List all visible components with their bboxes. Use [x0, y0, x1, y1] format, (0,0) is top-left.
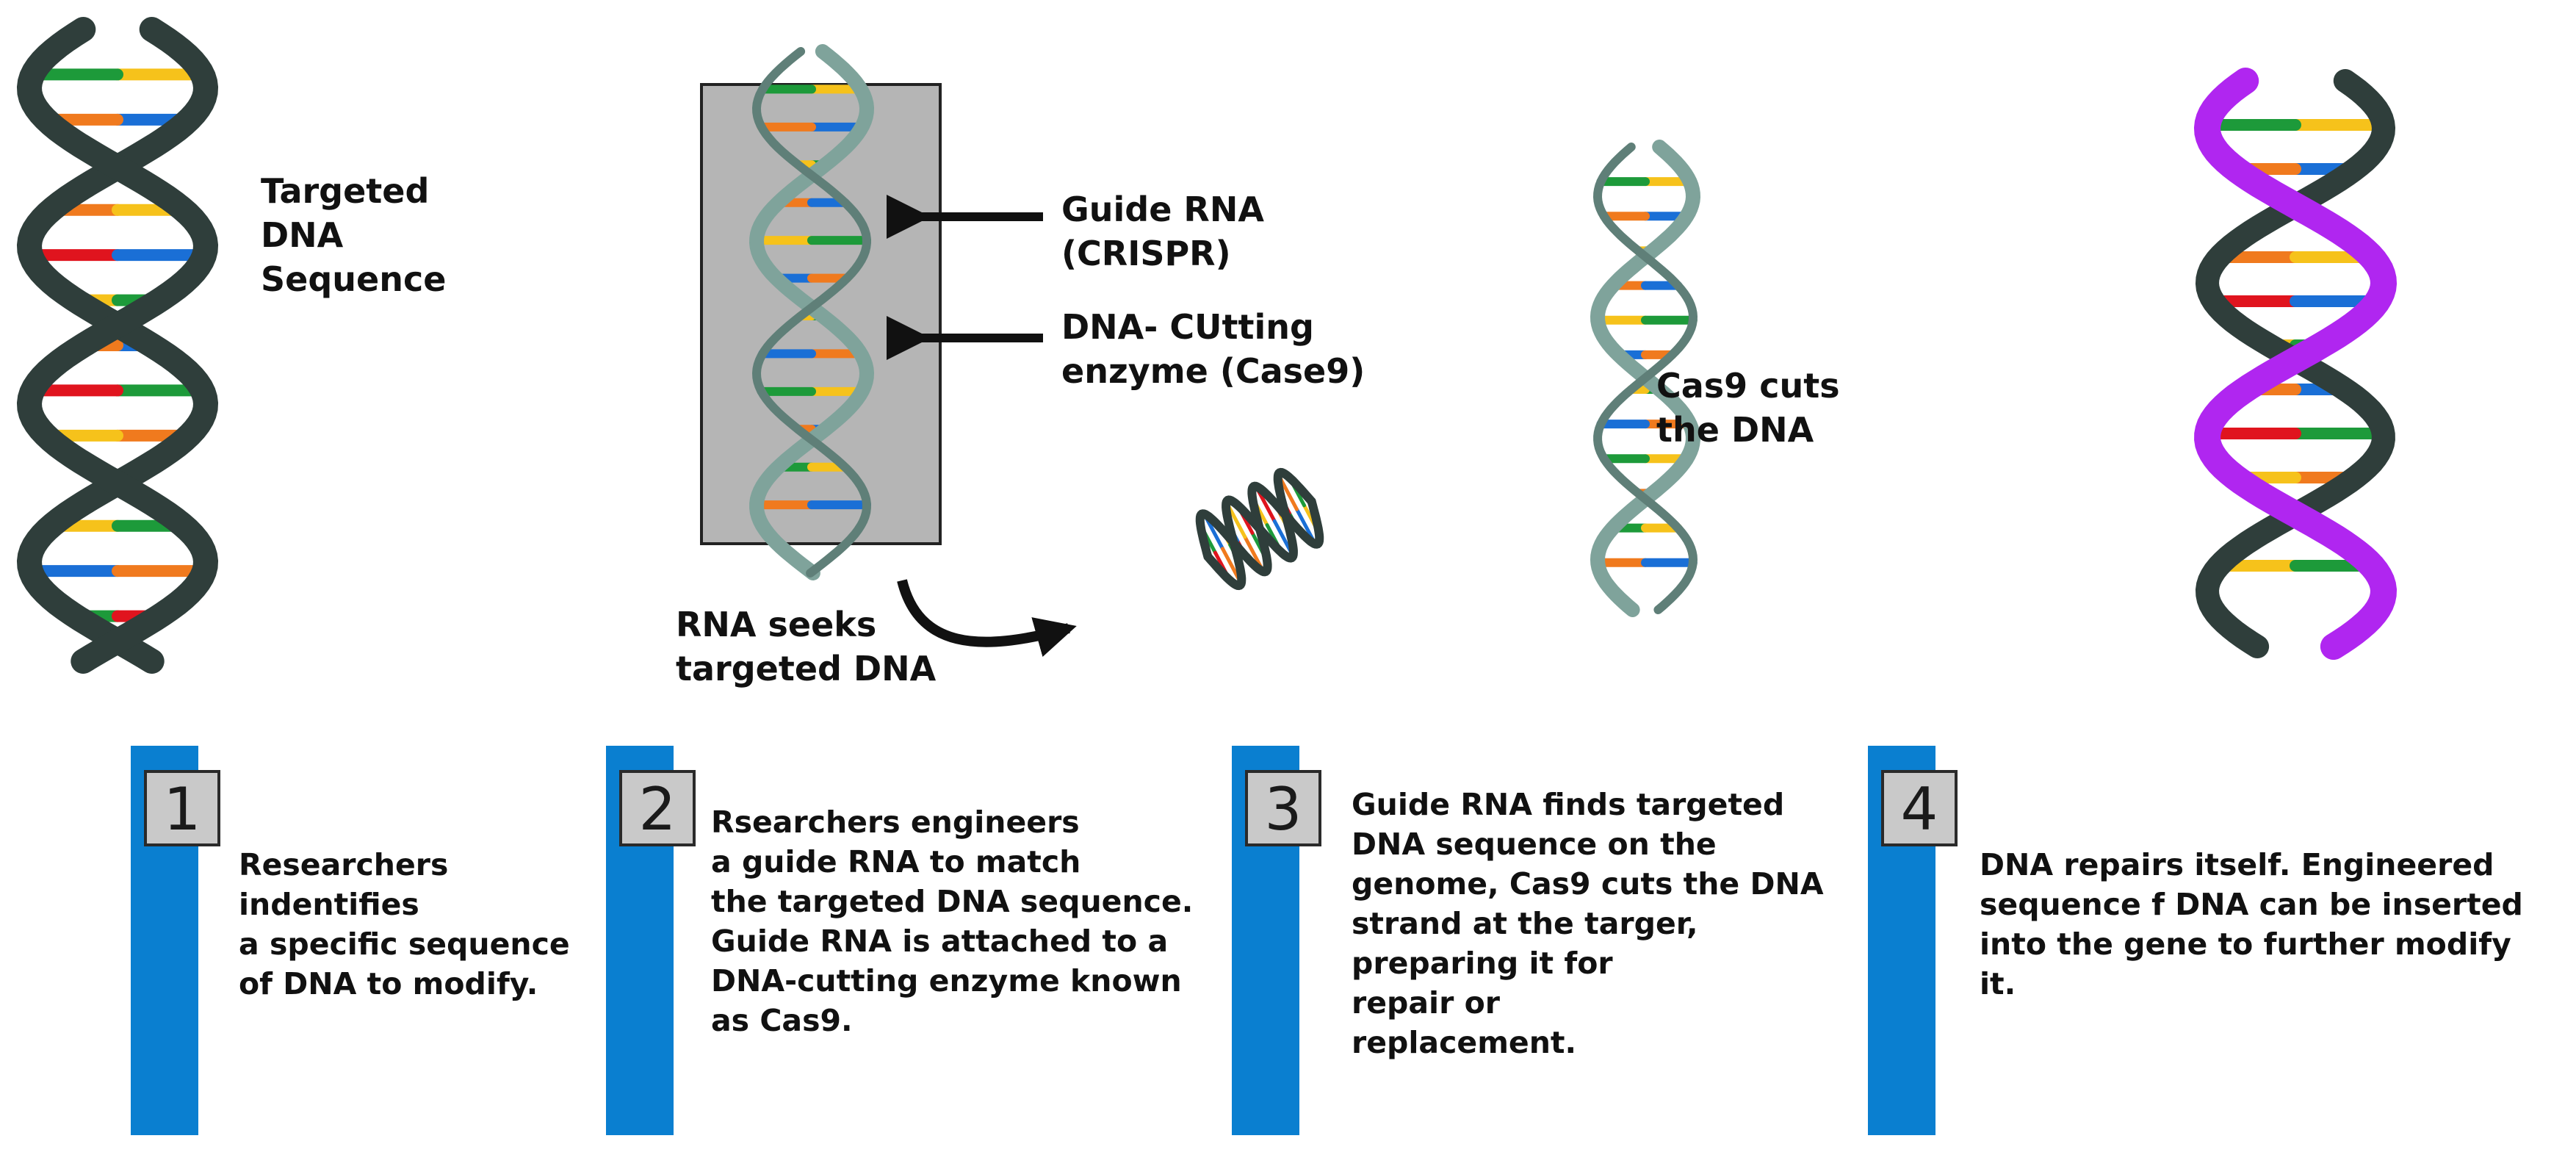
step-4-text: DNA repairs itself. Engineered sequence … — [1980, 847, 2523, 1001]
step-2-text: Rsearchers engineers a guide RNA to matc… — [711, 805, 1194, 1038]
step-2-number: 2 — [619, 770, 696, 846]
step-3-text: Guide RNA finds targeted DNA sequence on… — [1352, 787, 1824, 1060]
helix-targeted-dna — [16, 17, 219, 674]
helix-guide-rna — [748, 44, 875, 580]
step-1-text: Researchers indentifies a specific seque… — [239, 847, 570, 1001]
label-rna-seeks: RNA seeks targeted DNA — [676, 605, 937, 688]
label-targeted-dna: Targeted DNA Sequence — [261, 171, 447, 299]
step-3-number: 3 — [1245, 770, 1321, 846]
label-cas9-cuts: Cas9 cuts the DNA — [1656, 366, 1840, 450]
label-guide-rna: Guide RNA (CRISPR) — [1061, 190, 1264, 273]
helix-targeted-small — [1195, 467, 1324, 591]
label-cutting-enzyme: DNA- CUtting enzyme (Case9) — [1061, 307, 1365, 391]
step-1-number: 1 — [144, 770, 220, 846]
helix-cas9-cut — [1590, 140, 1701, 617]
helix-repaired-dna — [2193, 68, 2398, 660]
arrow-rna-seeks — [897, 579, 1077, 658]
step-4-number: 4 — [1881, 770, 1958, 846]
